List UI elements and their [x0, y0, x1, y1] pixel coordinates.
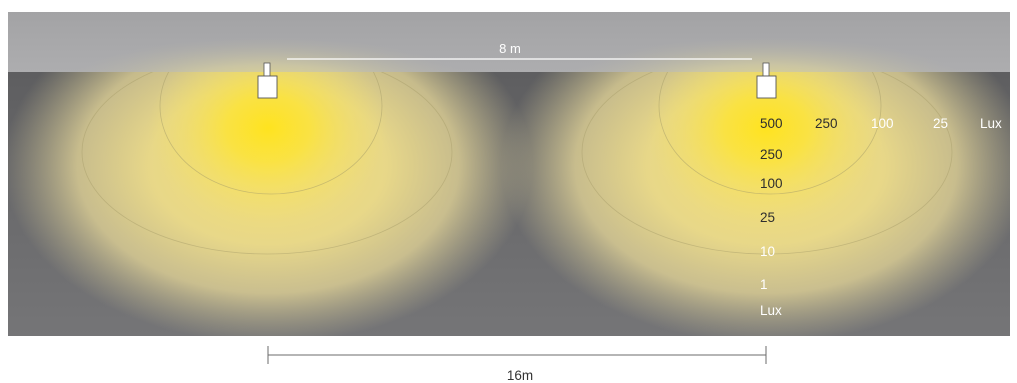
lux-scale-top-100: 100 — [871, 116, 894, 131]
lux-scale-250: 250 — [760, 147, 783, 162]
lux-scale-unit: Lux — [760, 303, 782, 318]
isolux-contour-right-inner — [658, 72, 882, 195]
isolux-contour-left-outer — [81, 72, 453, 255]
lux-scale-1: 1 — [760, 277, 768, 292]
top-distance-label: 8 m — [499, 41, 521, 56]
lux-scale-top-250: 250 — [815, 116, 838, 131]
lux-scale-10: 10 — [760, 244, 775, 259]
hotspot-right — [646, 72, 886, 223]
ceiling-glow-left — [72, 37, 464, 72]
lux-scale-25: 25 — [760, 210, 775, 225]
isolux-contour-right-outer — [581, 72, 953, 255]
lux-scale-top-unit: Lux — [980, 116, 1002, 131]
ceiling-glow-right — [570, 37, 962, 72]
luminaire-right-icon — [756, 62, 777, 99]
luminaire-left-icon — [257, 62, 278, 99]
lux-scale-100: 100 — [760, 176, 783, 191]
isolux-contour-left-inner — [159, 72, 383, 195]
bottom-distance-label: 16m — [507, 368, 533, 383]
hotspot-left — [148, 72, 388, 223]
lux-scale-top-500: 500 — [760, 116, 783, 131]
lux-scale-top-25: 25 — [933, 116, 948, 131]
